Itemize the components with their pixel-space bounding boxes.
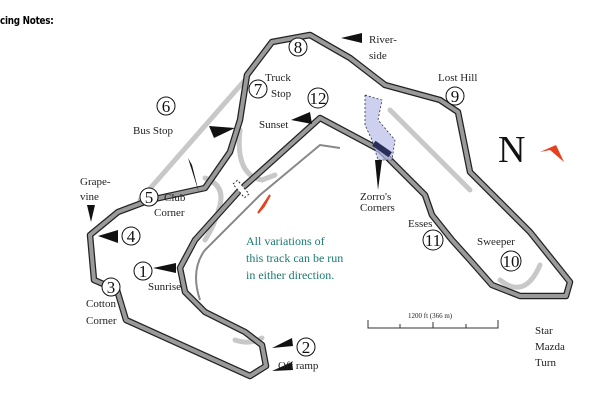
grapevine-label: Grape- [80,176,111,188]
turn-2-number: 2 [302,338,311,357]
note-line: this track can be run [246,251,343,265]
pointer-arrows [87,33,382,371]
riverside-label: side [369,50,387,62]
turn-label: Lost Hill [438,72,477,84]
turn-8-number: 8 [294,38,303,57]
turn-9-number: 9 [451,87,460,106]
turn-label: Club [164,192,186,204]
turn-10-number: 10 [503,252,520,271]
turn-label: Cotton [86,298,116,310]
turn-label: Corner [86,315,117,327]
scale-bar [367,320,499,329]
page-header: cing Notes: [0,14,54,27]
turn-label: Off ramp [278,360,319,372]
turn-5-number: 5 [145,188,154,207]
turn-markers [101,37,522,357]
compass-arrow-icon [540,145,564,162]
turn-1-number: 1 [139,262,148,281]
main-track [88,33,572,378]
alternate-paths [137,77,543,345]
turn-label: Sunrise [148,281,181,293]
turn-label: Sunset [259,119,288,131]
turn-11-number: 11 [425,231,441,250]
note-line: All variations of [246,234,325,248]
grapevine-label: vine [80,191,99,203]
turn-label: Esses [408,218,432,230]
star-mazda-label: Star [535,325,553,337]
zorros-label: Corners [360,202,395,214]
turn-label: Truck [265,72,291,84]
zorros-label: Zorro's [360,191,391,203]
zorros-highlight [364,94,396,161]
turn-12-number: 12 [310,89,327,108]
turn-label: Corner [154,207,185,219]
turn-label: Stop [271,88,292,100]
turn-4-number: 4 [127,227,136,246]
note-line: in either direction. [246,268,334,282]
compass-n: N [498,129,525,171]
start-finish-flag [232,179,250,199]
direction-arrow-icon [257,194,271,214]
turn-label: Bus Stop [133,125,174,137]
turn-6-number: 6 [162,97,171,116]
turn-3-number: 3 [107,278,116,297]
turn-7-number: 7 [254,80,263,99]
turn-label: Sweeper [477,236,515,248]
star-mazda-label: Turn [535,357,556,369]
scale-label: 1200 ft (366 m) [408,312,453,320]
zorros-bar [372,140,392,158]
star-mazda-label: Mazda [535,341,565,353]
riverside-label: River- [369,34,397,46]
pit-lane [195,143,341,301]
